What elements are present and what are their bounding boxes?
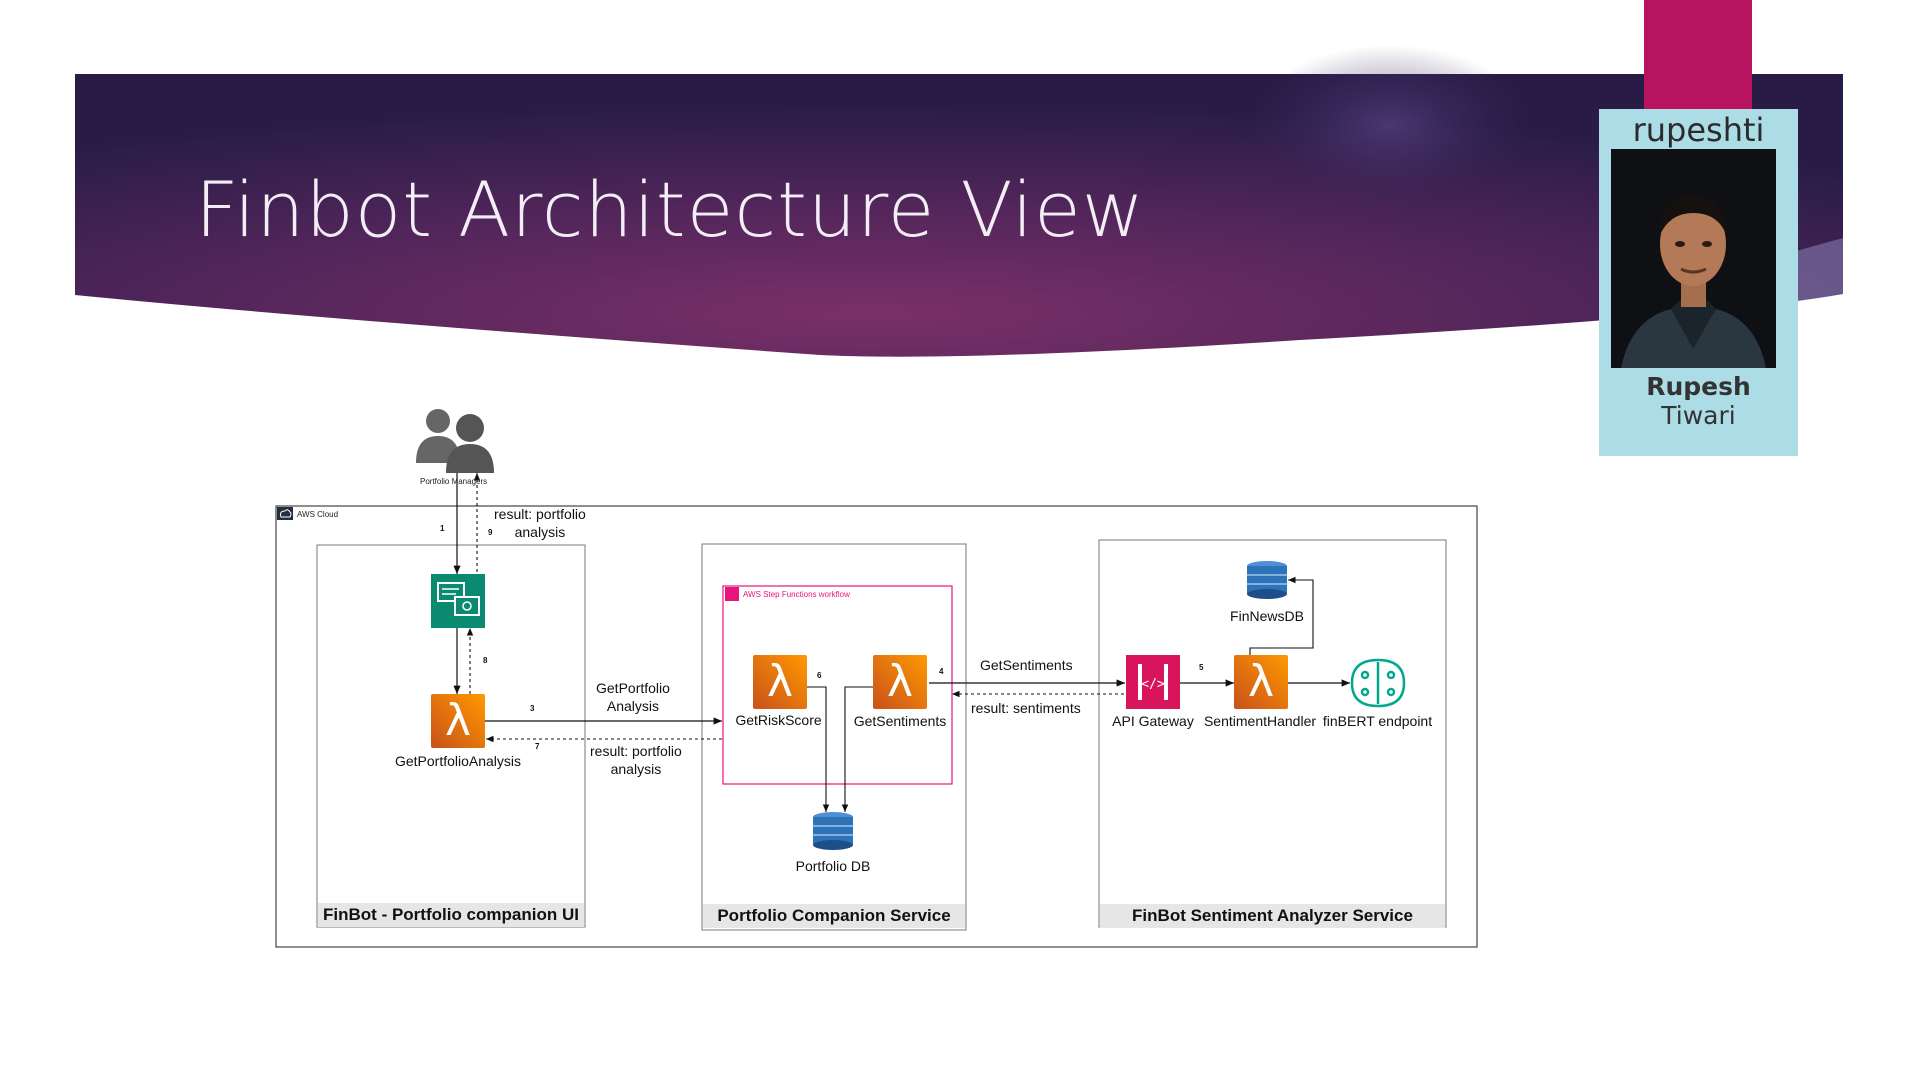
edge-label-result-portfolio-top: result: portfolio analysis — [494, 505, 586, 541]
edge-label-line: result: portfolio — [494, 506, 586, 522]
aws-cloud-boundary — [275, 505, 1478, 948]
step-number-5: 5 — [1199, 663, 1204, 672]
edge-label-line: analysis — [514, 524, 566, 540]
companion-group-box — [701, 543, 967, 931]
portfolio-managers-icon — [416, 409, 494, 473]
step-number-8: 8 — [483, 656, 488, 665]
node-label-sentiment-handler: SentimentHandler — [1203, 713, 1317, 729]
edge-getsentiments-db — [841, 686, 873, 812]
edge-step-6 — [807, 686, 830, 812]
node-label-get-sentiments: GetSentiments — [853, 713, 947, 729]
edge-label-line: GetPortfolio — [596, 680, 670, 696]
sentiment-group-title: FinBot Sentiment Analyzer Service — [1100, 904, 1445, 928]
edge-label-line: result: portfolio — [590, 743, 682, 759]
presenter-handle: rupeshti — [1632, 111, 1765, 149]
presenter-badge: rupeshti Rupesh Tiwari — [1599, 109, 1798, 456]
step-number-6: 6 — [817, 671, 822, 680]
node-label-api-gateway: API Gateway — [1112, 713, 1194, 729]
ui-group-box — [316, 544, 586, 928]
step-functions-icon — [725, 587, 739, 601]
node-label-get-risk-score: GetRiskScore — [735, 712, 822, 728]
edge-label-line: analysis — [610, 761, 662, 777]
edge-label-result-portfolio-bottom: result: portfolio analysis — [590, 742, 682, 778]
finnewsdb-icon — [1247, 561, 1287, 599]
step-number-1: 1 — [440, 524, 445, 533]
sentiment-handler-lambda-icon: λ — [1234, 655, 1288, 709]
step-number-4: 4 — [939, 667, 944, 676]
slide-title: Finbot Architecture View — [195, 165, 1145, 254]
portfolio-managers-label: Portfolio Managers — [420, 477, 488, 486]
step-functions-label: AWS Step Functions workflow — [743, 590, 850, 599]
step-number-7: 7 — [535, 742, 540, 751]
get-risk-score-lambda-icon: λ — [753, 655, 807, 709]
edge-label-result-sentiments: result: sentiments — [971, 700, 1081, 716]
step-functions-box — [722, 585, 953, 785]
aws-cloud-label: AWS Cloud — [297, 510, 339, 519]
get-sentiments-lambda-icon: λ — [873, 655, 927, 709]
finbert-brain-icon — [1350, 658, 1406, 708]
presenter-last-name: Tiwari — [1661, 401, 1736, 430]
companion-group-title: Portfolio Companion Service — [703, 904, 965, 928]
edge-label-line: Analysis — [606, 698, 660, 714]
node-label-get-portfolio-analysis: GetPortfolioAnalysis — [394, 753, 522, 769]
aws-cloud-icon — [277, 507, 293, 520]
portfolio-db-icon — [813, 812, 853, 850]
get-portfolio-analysis-lambda-icon: λ — [431, 694, 485, 748]
step-number-3: 3 — [530, 704, 535, 713]
chatbot-icon — [431, 574, 485, 628]
step-number-9: 9 — [488, 528, 493, 537]
edge-label-get-sentiments: GetSentiments — [980, 657, 1073, 673]
ui-group-title: FinBot - Portfolio companion UI — [318, 903, 584, 927]
node-label-finnewsdb: FinNewsDB — [1230, 608, 1304, 624]
svg-text:</>: </> — [1141, 677, 1165, 692]
node-label-finbert-endpoint: finBERT endpoint — [1322, 713, 1433, 729]
api-gateway-icon: </> — [1126, 655, 1180, 709]
badge-accent-bar — [1644, 0, 1752, 112]
node-label-portfolio-db: Portfolio DB — [795, 858, 871, 874]
edge-label-get-portfolio-analysis: GetPortfolio Analysis — [596, 679, 670, 715]
presenter-photo — [1611, 149, 1776, 368]
edge-handler-finnewsdb — [1249, 576, 1314, 655]
presenter-first-name: Rupesh — [1646, 372, 1751, 401]
